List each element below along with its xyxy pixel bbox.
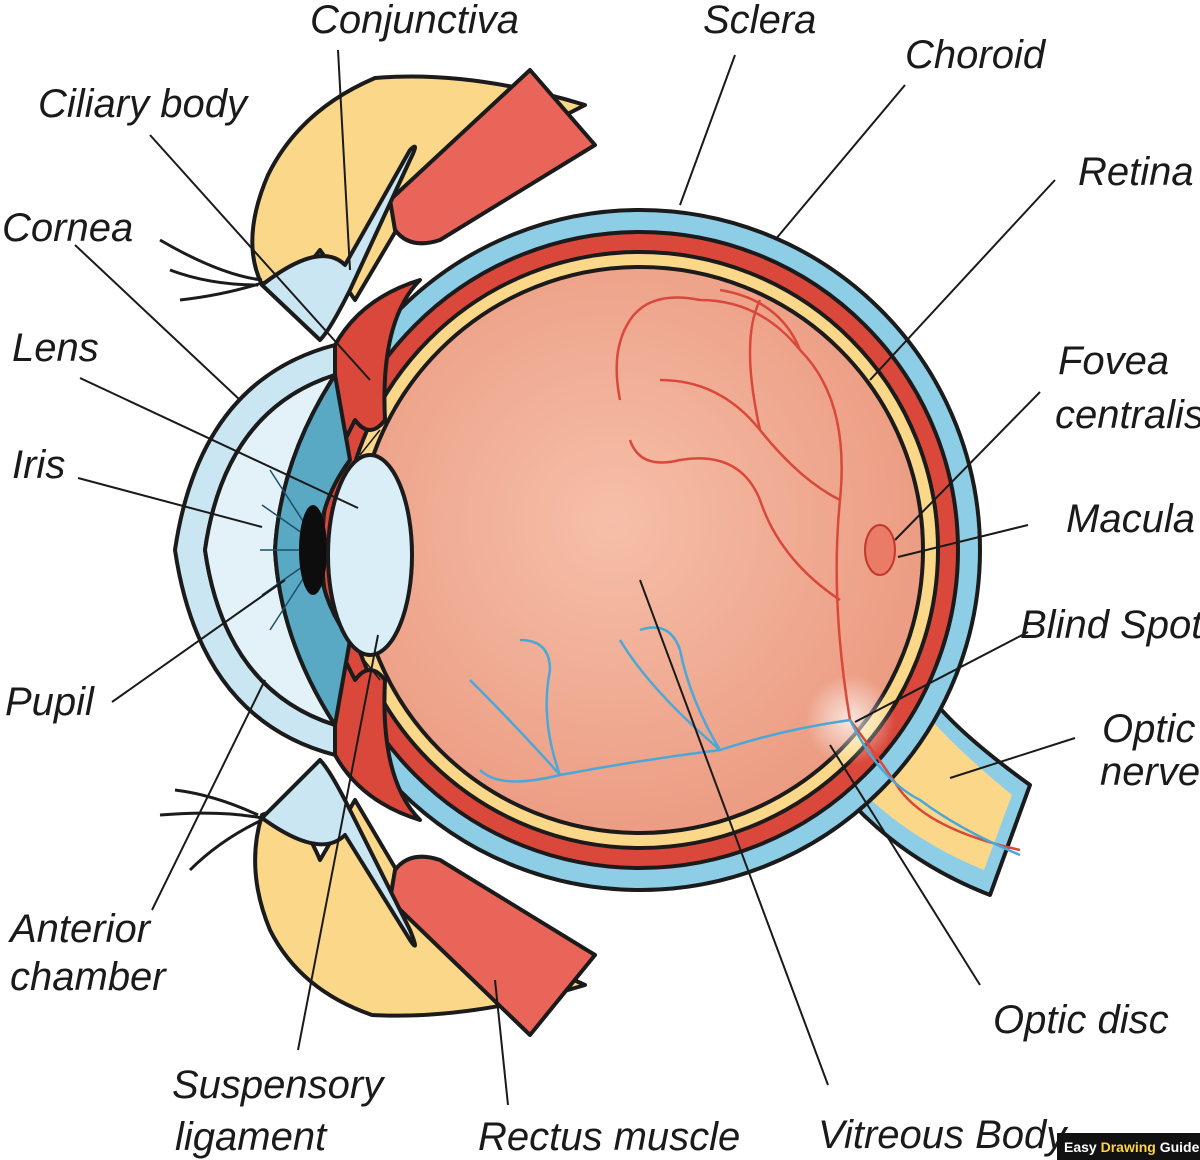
label-ciliary-body: Ciliary body bbox=[38, 82, 250, 126]
macula bbox=[865, 525, 895, 575]
label-choroid: Choroid bbox=[905, 33, 1047, 77]
lens bbox=[328, 455, 412, 655]
label-anterior-chamber-line2: chamber bbox=[10, 955, 167, 999]
label-vitreous-body: Vitreous Body bbox=[818, 1113, 1069, 1157]
label-fovea-line1: Fovea bbox=[1058, 339, 1169, 383]
label-iris: Iris bbox=[12, 443, 65, 487]
label-conjunctiva: Conjunctiva bbox=[310, 0, 519, 42]
svg-text:Easy Drawing Guides: Easy Drawing Guides bbox=[1064, 1139, 1200, 1155]
label-lens: Lens bbox=[12, 326, 99, 370]
label-pupil: Pupil bbox=[5, 680, 95, 724]
label-suspensory-line2: ligament bbox=[175, 1115, 328, 1159]
label-sclera: Sclera bbox=[703, 0, 816, 42]
label-anterior-chamber-line1: Anterior bbox=[8, 907, 152, 951]
label-optic-nerve-line1: Optic bbox=[1102, 707, 1195, 751]
label-fovea-line2: centralis bbox=[1055, 393, 1200, 437]
watermark-part2: Drawing bbox=[1101, 1139, 1156, 1155]
label-retina: Retina bbox=[1078, 150, 1194, 194]
label-macula: Macula bbox=[1066, 497, 1195, 541]
label-cornea: Cornea bbox=[2, 206, 133, 250]
label-blind-spot: Blind Spot bbox=[1020, 603, 1200, 647]
pupil bbox=[299, 505, 327, 595]
label-suspensory-line1: Suspensory bbox=[172, 1063, 386, 1107]
watermark-part3: Guides bbox=[1156, 1139, 1200, 1155]
watermark-logo: Easy Drawing Guides bbox=[1057, 1133, 1200, 1160]
label-optic-nerve-line2: nerve bbox=[1100, 750, 1200, 794]
watermark-part1: Easy bbox=[1064, 1139, 1101, 1155]
label-optic-disc: Optic disc bbox=[993, 998, 1169, 1042]
label-rectus-muscle: Rectus muscle bbox=[478, 1115, 740, 1159]
